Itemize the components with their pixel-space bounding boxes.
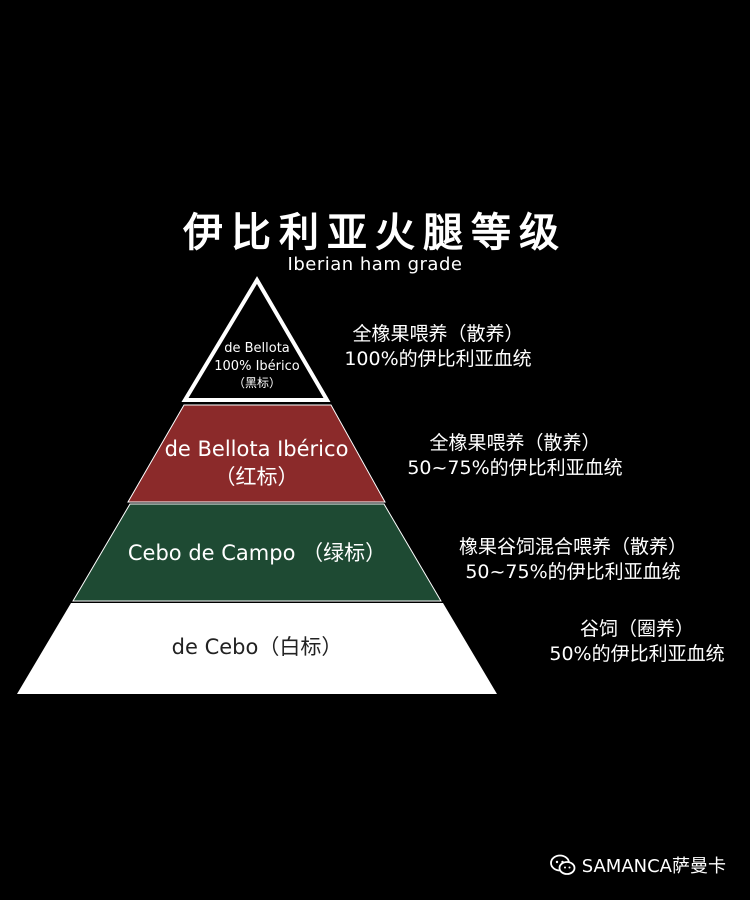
watermark-text: SAMANCA萨曼卡: [581, 856, 726, 877]
tier-green-description: 橡果谷饲混合喂养（散养） 50~75%的伊比利亚血统: [438, 535, 708, 584]
tier-red: [127, 404, 386, 503]
tier-black-desc-bloodline: 100%的伊比利亚血统: [344, 347, 532, 370]
tier-white-line1: de Cebo（白标）: [171, 635, 343, 659]
tier-red-desc-feeding: 全橡果喂养（散养）: [429, 432, 601, 454]
tier-black: [181, 276, 331, 402]
tier-white-label: de Cebo（白标）: [17, 633, 497, 661]
diagram-title: 伊比利亚火腿等级: [183, 210, 567, 256]
tier-black-description: 全橡果喂养（散养） 100%的伊比利亚血统: [318, 322, 558, 371]
tier-white-desc-feeding: 谷饲（圈养）: [579, 618, 694, 640]
tier-black-desc-feeding: 全橡果喂养（散养）: [352, 323, 524, 345]
tier-green-label: Cebo de Campo （绿标）: [73, 539, 441, 567]
tier-red-label: de Bellota Ibérico （红标）: [128, 435, 385, 492]
wechat-icon: [549, 854, 576, 875]
tier-white-description: 谷饲（圈养） 50%的伊比利亚血统: [532, 617, 742, 666]
tier-green-desc-bloodline: 50~75%的伊比利亚血统: [465, 560, 681, 583]
diagram-subtitle: Iberian ham grade: [287, 254, 463, 275]
tier-white-desc-bloodline: 50%的伊比利亚血统: [549, 642, 725, 665]
tier-black-label: de Bellota 100% Ibérico （黑标）: [195, 340, 319, 391]
tier-red-line2: （红标）: [214, 465, 299, 490]
tier-red-description: 全橡果喂养（散养） 50~75%的伊比利亚血统: [380, 431, 650, 480]
tier-black-line3: （黑标）: [232, 376, 281, 391]
tier-red-desc-bloodline: 50~75%的伊比利亚血统: [407, 456, 623, 479]
tier-black-line1: de Bellota: [224, 341, 290, 356]
tier-red-line1: de Bellota Ibérico: [164, 437, 349, 461]
tier-black-line2: 100% Ibérico: [214, 358, 300, 374]
tier-green: [72, 503, 442, 602]
tier-white: [17, 603, 497, 694]
tier-green-line1: Cebo de Campo （绿标）: [127, 541, 387, 565]
watermark: SAMANCA萨曼卡: [549, 852, 726, 878]
tier-green-desc-feeding: 橡果谷饲混合喂养（散养）: [458, 536, 687, 558]
